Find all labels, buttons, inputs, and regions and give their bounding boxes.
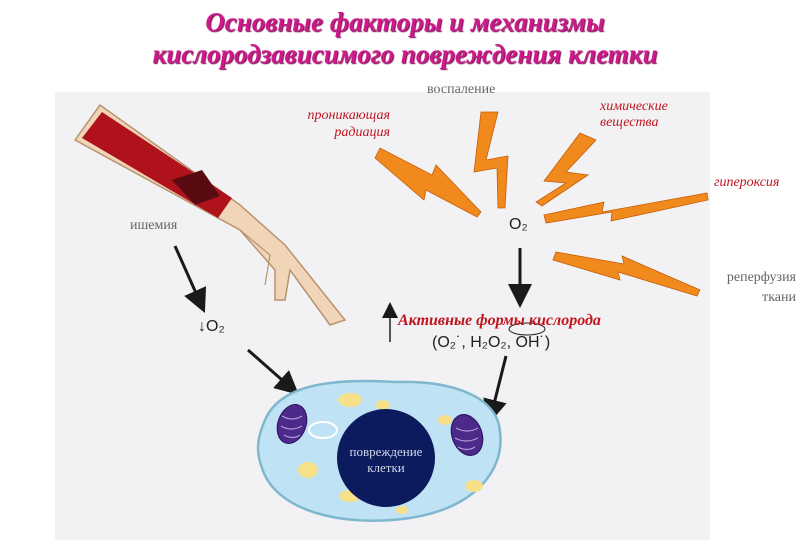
o2-low-label: ↓O₂ xyxy=(198,318,225,336)
down-arrow-icon xyxy=(175,246,200,302)
label-inflammation: воспаление xyxy=(427,82,495,98)
label-chemicals-line-1: химические xyxy=(600,99,668,115)
o2-center-label: O₂ xyxy=(509,216,528,234)
lightning-bolt-icon xyxy=(544,193,708,223)
down-arrow-icon xyxy=(492,356,506,412)
cell-damage-line-1: повреждение xyxy=(338,444,434,460)
lightning-bolt-icon xyxy=(474,112,508,208)
label-ischemia: ишемия xyxy=(130,218,177,234)
lightning-bolt-icon xyxy=(375,148,481,217)
down-arrow-icon xyxy=(248,350,290,387)
cell-damage-label: повреждение клетки xyxy=(338,444,434,476)
label-radiation-line-1: проникающая xyxy=(280,108,390,124)
cell-damage-line-2: клетки xyxy=(338,460,434,476)
ros-formula: (O₂˙, H₂O₂, OH˙) xyxy=(432,334,550,352)
lightning-bolt-icon xyxy=(553,252,700,296)
label-chemicals-line-2: вещества xyxy=(600,115,659,131)
label-radiation-line-2: радиация xyxy=(280,125,390,141)
label-reperfusion-line-1: реперфузия xyxy=(700,270,796,286)
label-hyperoxia: гипероксия xyxy=(714,175,779,191)
lightning-bolt-icon xyxy=(536,133,596,206)
label-reperfusion-line-2: ткани xyxy=(700,290,796,306)
ros-label: Активные формы кислорода xyxy=(398,312,601,330)
